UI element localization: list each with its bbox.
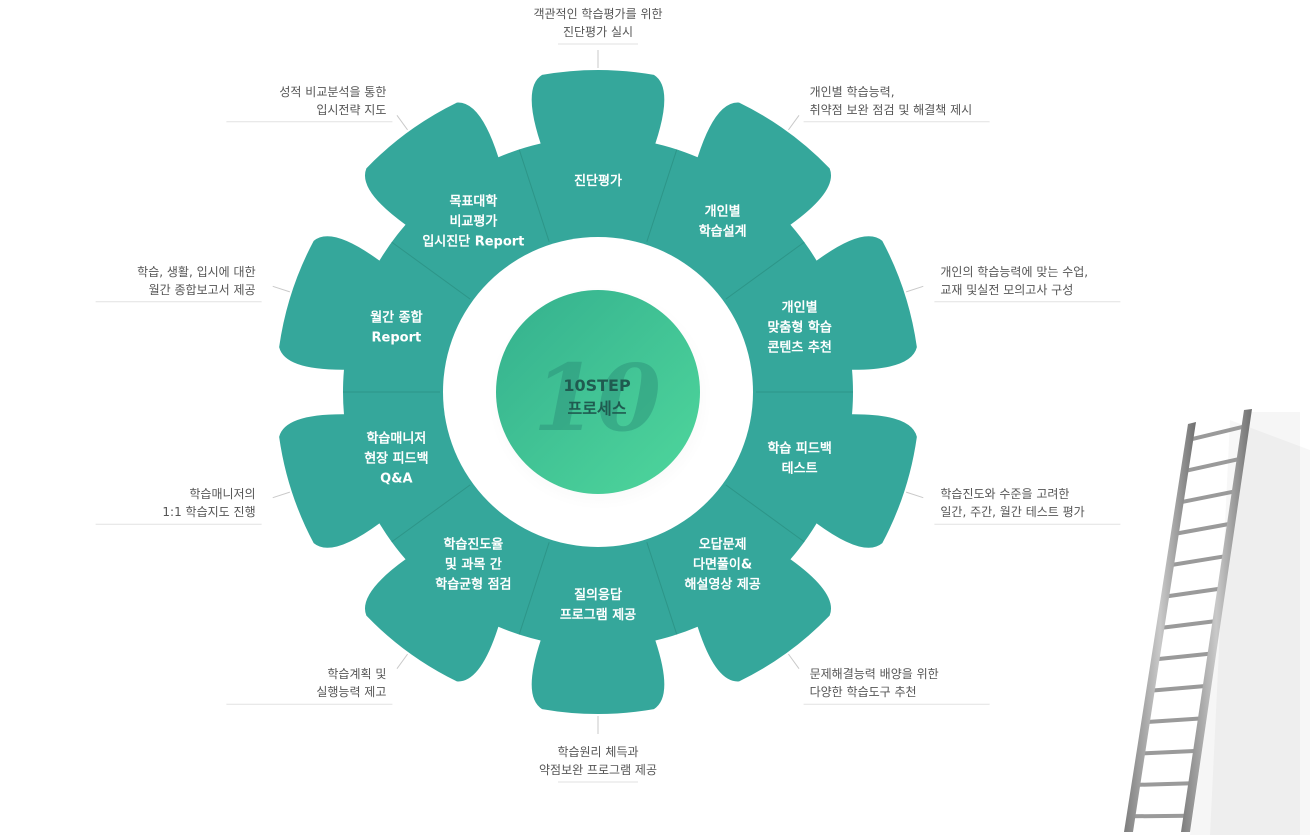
- ladder-rung: [1145, 716, 1203, 725]
- segment-divider: [391, 484, 471, 543]
- ladder-rung: [1184, 456, 1242, 474]
- leader-line: [396, 653, 408, 669]
- ladder-rail-left: [1124, 422, 1196, 832]
- leader-line: [788, 653, 800, 669]
- center-number: 10: [533, 344, 661, 452]
- segment-dividers: [343, 149, 853, 635]
- center-circle: [496, 290, 700, 494]
- annotation-text: 개인별 학습능력,취약점 보완 점검 및 해결책 제시: [810, 85, 973, 117]
- leader-line: [272, 491, 291, 499]
- step-annotation: 개인의 학습능력에 맞는 수업,교재 및실전 모의고사 구성: [905, 265, 1121, 303]
- annotation-text: 개인의 학습능력에 맞는 수업,교재 및실전 모의고사 구성: [940, 265, 1088, 297]
- leader-line: [788, 115, 800, 131]
- leader-line: [905, 285, 924, 293]
- segment-divider: [518, 149, 550, 242]
- center-title-line2: 프로세스: [568, 399, 627, 418]
- ladder-rung: [1130, 813, 1188, 819]
- step-annotation: 개인별 학습능력,취약점 보완 점검 및 해결책 제시: [788, 85, 990, 131]
- ladder-rung: [1159, 619, 1217, 630]
- ladder-rung: [1149, 683, 1207, 693]
- ladder-illustration: [1124, 409, 1252, 832]
- ladder-rung: [1169, 554, 1227, 568]
- ladder-rungs: [1130, 424, 1247, 819]
- step-label: 진단평가: [574, 173, 622, 189]
- center-title-line1: 10STEP: [563, 376, 631, 395]
- segment-divider: [646, 149, 678, 242]
- ladder-rung: [1189, 424, 1247, 442]
- ladder-rung: [1154, 651, 1212, 662]
- ladder-rung: [1140, 748, 1198, 756]
- leader-line: [272, 285, 291, 293]
- segment-divider: [518, 542, 550, 635]
- segment-divider: [646, 542, 678, 635]
- ladder-rung: [1179, 489, 1237, 505]
- ladder-rung: [1164, 586, 1222, 599]
- ladder-rung: [1174, 521, 1232, 536]
- segment-divider: [725, 484, 805, 543]
- segment-divider: [391, 241, 471, 300]
- leader-line: [396, 115, 408, 131]
- ladder-rung: [1135, 781, 1193, 787]
- segment-divider: [725, 241, 805, 300]
- leader-line: [905, 491, 924, 499]
- ladder-rail-right: [1181, 409, 1252, 832]
